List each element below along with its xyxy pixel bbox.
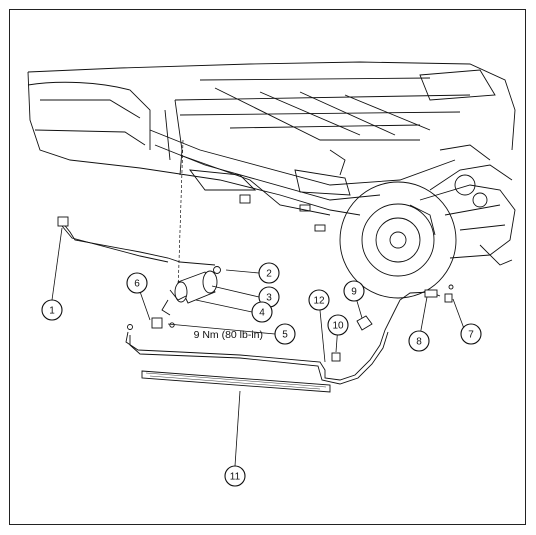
callout-10-label: 10 xyxy=(332,321,344,332)
callout-8: 8 xyxy=(408,330,430,352)
callout-8-label: 8 xyxy=(416,337,422,348)
heat-shield xyxy=(141,370,331,393)
callout-11: 11 xyxy=(224,465,246,487)
brake-line-main xyxy=(125,284,454,385)
callout-3-label: 3 xyxy=(266,293,272,304)
callout-2-label: 2 xyxy=(266,269,272,280)
callout-4: 4 xyxy=(251,301,273,323)
callout-1: 1 xyxy=(41,299,63,321)
vehicle-underbody xyxy=(27,61,516,232)
diagram-frame xyxy=(9,9,526,525)
wheel-brake-assembly xyxy=(339,164,516,299)
callout-2: 2 xyxy=(258,262,280,284)
callout-1-label: 1 xyxy=(49,306,55,317)
callout-12: 12 xyxy=(308,289,330,311)
callout-6-label: 6 xyxy=(134,279,140,290)
callout-9-label: 9 xyxy=(351,287,357,298)
brake-line-left xyxy=(57,216,216,266)
alignment-dashed-line xyxy=(177,139,184,293)
callout-7: 7 xyxy=(460,323,482,345)
callout-7-label: 7 xyxy=(468,330,474,341)
callout-11-label: 11 xyxy=(230,472,241,483)
canister-assembly xyxy=(161,266,221,328)
callout-5-label: 5 xyxy=(282,330,288,341)
callout-6: 6 xyxy=(126,272,148,294)
callout-5: 5 xyxy=(274,323,296,345)
callout-9: 9 xyxy=(343,280,365,302)
leader-lines xyxy=(51,227,467,467)
callout-4-label: 4 xyxy=(259,308,265,319)
torque-spec-text: 9 Nm (80 lb-in) xyxy=(194,329,263,341)
callout-10: 10 xyxy=(327,314,349,336)
callout-12-label: 12 xyxy=(313,296,325,307)
